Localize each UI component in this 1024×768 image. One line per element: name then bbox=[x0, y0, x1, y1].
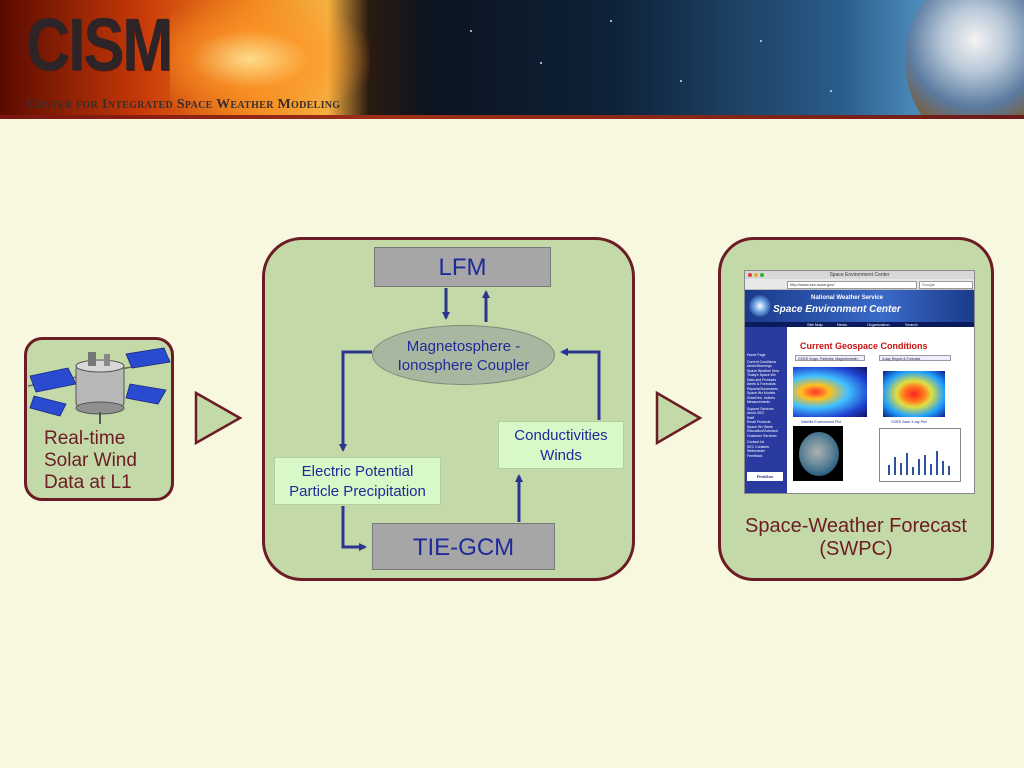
minimize-dot-icon bbox=[754, 273, 758, 277]
flow-triangle-icon bbox=[194, 390, 243, 446]
flow-triangle-icon bbox=[655, 390, 703, 446]
star bbox=[540, 62, 542, 64]
sidebar-link: Webmaster bbox=[747, 449, 765, 453]
sidebar-link: Alerts/Warnings bbox=[747, 364, 772, 368]
sidebar-link: About SEC bbox=[747, 411, 765, 415]
lfm-box: LFM bbox=[374, 247, 551, 287]
sidebar-link: SolarGeo. Indices bbox=[747, 395, 775, 400]
star bbox=[680, 80, 682, 82]
site-title: Space Environment Center bbox=[773, 304, 901, 315]
nav-item: Organization bbox=[867, 322, 890, 327]
select-left: GOES Xrays, Particles, Magnetometer bbox=[795, 355, 865, 361]
solar-flare-graphic bbox=[170, 0, 370, 118]
window-title: Space Environment Center bbox=[745, 271, 974, 279]
sidebar-link: Home Page bbox=[747, 353, 766, 357]
swpc-label: Space-Weather Forecast (SWPC) bbox=[745, 515, 967, 560]
site-header bbox=[745, 290, 974, 322]
header-tagline: Center for Integrated Space Weather Mode… bbox=[26, 97, 341, 112]
search-box: Google bbox=[919, 281, 973, 289]
sidebar-link: Staff bbox=[747, 415, 755, 420]
site-org: National Weather Service bbox=[811, 295, 883, 301]
sidebar-link: Data and Products bbox=[747, 377, 776, 382]
solar-wind-label: Real-time Solar Wind Data at L1 bbox=[44, 428, 137, 493]
site-heading: Current Geospace Conditions bbox=[800, 341, 928, 351]
earth-graphic bbox=[905, 0, 1024, 118]
sidebar-link: Education/Outreach bbox=[747, 429, 778, 433]
nav-item: Search bbox=[905, 322, 918, 327]
caption-right: GOES Solar X-ray Plot bbox=[891, 420, 927, 424]
site-sidebar bbox=[745, 327, 787, 493]
globe-icon bbox=[799, 432, 839, 476]
satellite-environment-plot bbox=[793, 367, 867, 417]
goes-xray-image bbox=[883, 371, 945, 417]
select-right: 3-day Report & Forecast bbox=[879, 355, 951, 361]
zoom-dot-icon bbox=[760, 273, 764, 277]
tie-gcm-box: TIE-GCM bbox=[372, 523, 555, 570]
sidebar-link: Space Weather Now bbox=[747, 368, 780, 373]
star bbox=[760, 40, 762, 42]
nav-item: News bbox=[837, 322, 848, 327]
sidebar-link: Email Products bbox=[747, 420, 771, 424]
sec-website-screenshot: Space Environment Center http://www.sec.… bbox=[744, 270, 975, 494]
header-banner bbox=[0, 0, 1024, 118]
noaa-logo-icon bbox=[749, 295, 771, 317]
satellite-icon bbox=[27, 347, 171, 424]
star bbox=[830, 90, 832, 92]
sidebar-link: Space Wx Models bbox=[747, 391, 776, 395]
aurora-image bbox=[793, 426, 843, 481]
sidebar-link: Feedback bbox=[747, 453, 763, 458]
nav-item: Site Map bbox=[807, 322, 823, 327]
conductivities-box: Conductivities Winds bbox=[498, 421, 624, 469]
header-divider bbox=[0, 115, 1024, 119]
sidebar-link: Alerts & Forecasts bbox=[747, 382, 776, 386]
sidebar-link: Support Services bbox=[747, 406, 774, 411]
url-bar: http://www.sec.noaa.gov/ bbox=[787, 281, 917, 289]
site-nav bbox=[745, 322, 974, 327]
sidebar-link: Contact Us bbox=[747, 440, 765, 444]
star bbox=[610, 20, 612, 22]
sidebar-link: Reports/Summaries bbox=[747, 386, 778, 391]
star bbox=[470, 30, 472, 32]
electric-potential-box: Electric Potential Particle Precipitatio… bbox=[274, 457, 441, 505]
sidebar-link: Today's Space Wx bbox=[747, 373, 776, 377]
coupler-ellipse: Magnetosphere - Ionosphere Coupler bbox=[372, 325, 555, 385]
caption-left: Satellite Environment Plot bbox=[801, 420, 842, 424]
sidebar-link: Current Conditions bbox=[747, 359, 777, 364]
xray-bar-plot bbox=[879, 428, 961, 482]
sidebar-link: Customer Services bbox=[747, 433, 777, 438]
sidebar-link: Measurements bbox=[747, 400, 771, 404]
firstgov-logo: FirstGov bbox=[747, 472, 783, 481]
sidebar-link: SEC Contacts bbox=[747, 444, 769, 449]
cism-logo: CISM bbox=[26, 3, 173, 86]
close-dot-icon bbox=[748, 273, 752, 277]
sidebar-link: Space Wx Week bbox=[747, 424, 773, 429]
